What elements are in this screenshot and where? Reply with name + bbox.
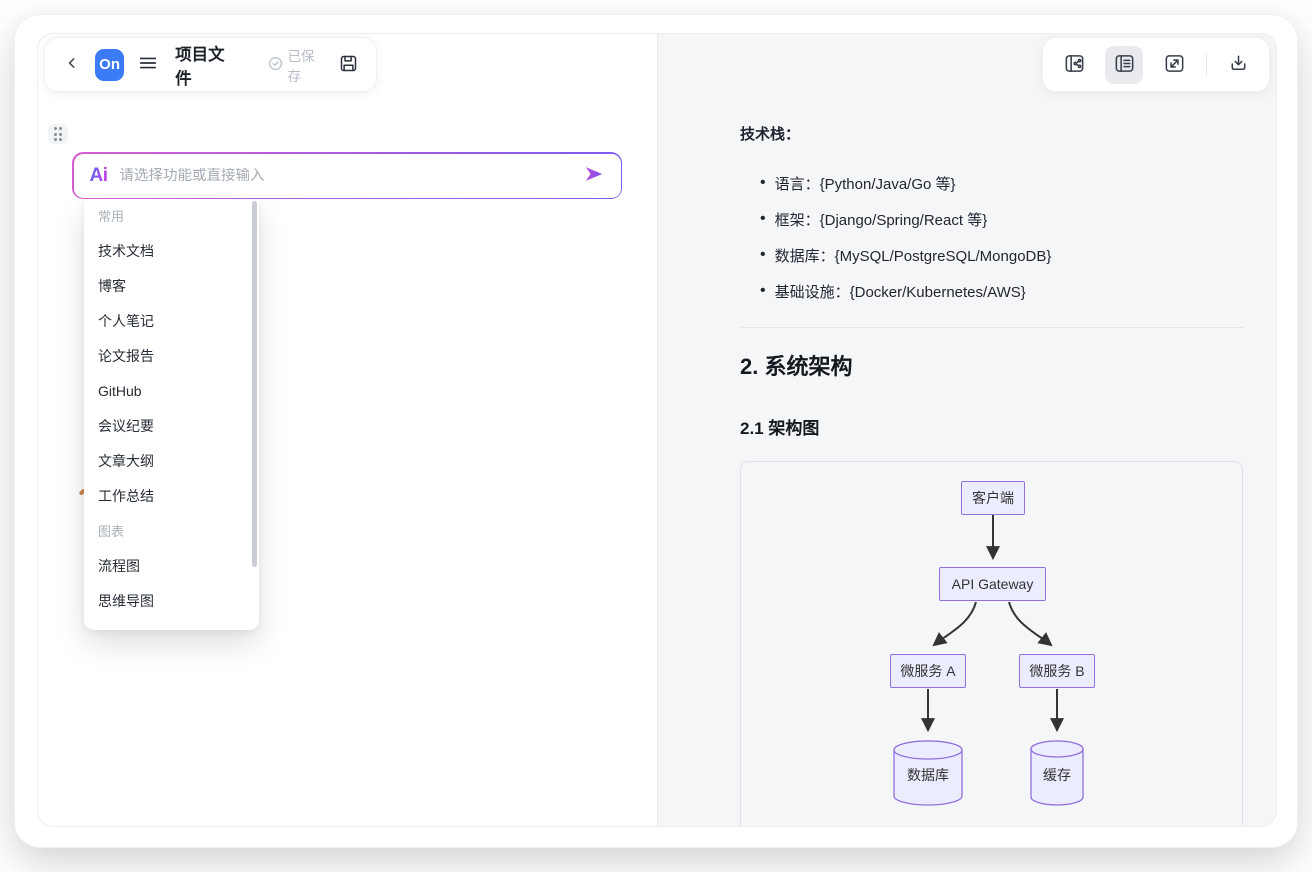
section-divider [740,327,1243,328]
ai-prompt-input[interactable] [119,167,571,184]
download-icon [1227,52,1250,78]
save-status: 已保存 [268,45,322,85]
list-item: 语言：{Python/Java/Go 等} [760,165,1051,201]
save-button[interactable] [335,50,362,80]
architecture-diagram: 客户端 API Gateway 微服务 A 微服务 B 数据库 缓存 [740,461,1243,826]
flowchart-node-gateway: API Gateway [939,567,1046,601]
view-toolbar [1042,37,1270,92]
workspace: On 项目文件 已保存 [37,33,1277,827]
dropdown-item-mindmap[interactable]: 思维导图 [98,593,154,609]
document-header: On 项目文件 已保存 [44,37,377,92]
dropdown-section-charts: 图表 [98,524,125,539]
ai-function-dropdown: 常用 技术文档 博客 个人笔记 论文报告 GitHub 会议纪要 文章大纲 工作… [84,199,259,630]
tech-stack-list: 语言：{Python/Java/Go 等} 框架：{Django/Spring/… [760,165,1052,309]
dropdown-item-github[interactable]: GitHub [98,383,142,399]
tech-stack-title: 技术栈： [740,126,801,143]
dropdown-item-paper-report[interactable]: 论文报告 [98,348,154,364]
preview-panel: 技术栈： 语言：{Python/Java/Go 等} 框架：{Django/Sp… [657,34,1276,826]
dropdown-item-meeting-minutes[interactable]: 会议纪要 [98,418,154,434]
save-status-label: 已保存 [287,48,315,84]
dropdown-item-article-outline[interactable]: 文章大纲 [98,453,154,469]
flowchart-node-service-a: 微服务 A [890,654,966,688]
split-view-button[interactable] [1055,46,1093,84]
menu-button[interactable] [135,51,160,79]
section-heading: 2. 系统架构 [740,354,853,379]
document-title: 项目文件 [175,45,225,88]
list-item: 数据库：{MySQL/PostgreSQL/MongoDB} [760,237,1052,273]
list-item: 框架：{Django/Spring/React 等} [760,201,1051,237]
dropdown-section-common: 常用 [98,209,125,224]
block-drag-handle[interactable] [48,124,68,144]
split-view-icon [1063,52,1086,78]
floppy-disk-icon [338,53,359,77]
list-item: 基础设施：{Docker/Kubernetes/AWS} [760,273,1051,309]
app-window: On 项目文件 已保存 [14,14,1298,848]
fullscreen-button[interactable] [1156,46,1194,84]
check-circle-icon [268,56,283,74]
flowchart-node-client: 客户端 [961,481,1025,515]
outline-view-button[interactable] [1105,45,1144,84]
outline-view-icon [1113,52,1136,78]
chevron-left-icon [63,54,81,75]
flowchart-node-cache: 缓存 [1043,767,1071,783]
send-arrow-icon [583,164,605,187]
dropdown-scrollbar[interactable] [252,201,257,567]
dropdown-item-personal-note[interactable]: 个人笔记 [98,313,154,329]
send-button[interactable] [583,164,605,187]
download-button[interactable] [1219,46,1257,84]
fullscreen-icon [1163,52,1186,78]
ai-logo: Ai [89,164,109,186]
sub-heading: 2.1 架构图 [740,419,820,438]
app-logo: On [95,48,124,81]
flowchart-node-service-b: 微服务 B [1019,654,1095,688]
dropdown-item-blog[interactable]: 博客 [98,278,126,294]
back-button[interactable] [59,51,84,79]
dropdown-item-flowchart[interactable]: 流程图 [98,558,140,574]
toolbar-divider [1205,53,1207,76]
dropdown-item-work-summary[interactable]: 工作总结 [98,488,154,504]
hamburger-icon [138,53,158,76]
dropdown-item-tech-doc[interactable]: 技术文档 [98,243,154,259]
flowchart-edges [893,515,1084,806]
ai-input-bar: Ai [72,152,622,199]
flowchart-node-database: 数据库 [907,767,949,783]
